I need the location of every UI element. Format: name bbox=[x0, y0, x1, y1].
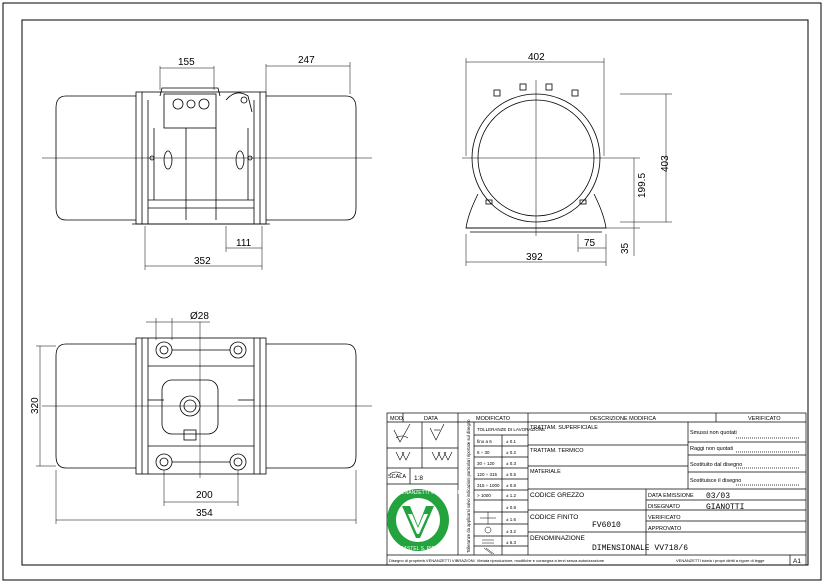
side-view bbox=[42, 62, 372, 270]
note-smussi: Smussi non quotati bbox=[690, 430, 737, 436]
dim-199-5: 199.5 bbox=[637, 173, 648, 198]
rev-header-descrizione: DESCRIZIONE MODIFICA bbox=[590, 416, 656, 422]
surface-finish-symbols bbox=[389, 423, 453, 475]
tol-range-6: > 1000 bbox=[477, 493, 491, 498]
front-view bbox=[462, 58, 672, 266]
field-codice-grezzo: CODICE GREZZO bbox=[530, 492, 584, 499]
field-disegnato-value: GIANOTTI bbox=[706, 503, 744, 512]
dim-320: 320 bbox=[30, 397, 41, 414]
tol-value-4: ± 0.5 bbox=[506, 472, 516, 477]
tol-range-3: 30 ÷ 120 bbox=[477, 461, 495, 466]
sheet-size: A1 bbox=[793, 558, 801, 565]
title-block bbox=[386, 412, 807, 566]
note-raggi: Raggi non quotati bbox=[690, 446, 733, 452]
field-data-emissione: DATA EMISSIONE bbox=[648, 493, 694, 499]
field-denominazione: DENOMINAZIONE bbox=[530, 535, 586, 542]
rev-header-verificato: VERIFICATO bbox=[748, 416, 781, 422]
dim-hole-28: Ø28 bbox=[190, 311, 209, 322]
dim-155: 155 bbox=[178, 57, 195, 68]
rug-2: ± 1.6 bbox=[506, 517, 516, 522]
field-materiale: MATERIALE bbox=[530, 469, 561, 475]
tol-value-3: ± 0.3 bbox=[506, 461, 516, 466]
tol-range-2: 6 ÷ 30 bbox=[477, 450, 490, 455]
logo-text-upper: VENANZETTI VIBRAZIONI bbox=[398, 490, 459, 496]
note-sostituisce: Sostituisce il disegno bbox=[690, 478, 741, 484]
field-data-emissione-value: 03/03 bbox=[706, 492, 730, 501]
footer-left-note: Disegno di proprietà VENANZETTI VIBRAZIO… bbox=[389, 558, 605, 563]
company-logo bbox=[387, 489, 449, 551]
field-disegnato: DISEGNATO bbox=[648, 504, 681, 510]
rug-4: ± 6.3 bbox=[506, 540, 516, 545]
dim-247: 247 bbox=[298, 55, 315, 66]
dim-354: 354 bbox=[196, 508, 213, 519]
rug-3: ± 3.2 bbox=[506, 529, 516, 534]
field-codice-finito: CODICE FINITO bbox=[530, 514, 578, 521]
tol-range-5: 315 ÷ 1000 bbox=[477, 483, 500, 488]
tolleranze-header: TOLLERANZE DI LAVORAZIONE bbox=[477, 427, 545, 432]
tolerance-vertical-note: Tolleranze da applicarsi salvo indicazio… bbox=[466, 419, 471, 553]
rev-header-data: DATA bbox=[424, 416, 438, 422]
dim-200: 200 bbox=[196, 490, 213, 501]
field-verificato: VERIFICATO bbox=[648, 515, 681, 521]
scala-label: SCALA bbox=[388, 474, 406, 480]
field-trattamento-sup: TRATTAM. SUPERFICIALE bbox=[530, 425, 598, 431]
tolerance-symbols bbox=[480, 512, 496, 555]
tol-value-2: ± 0.2 bbox=[506, 450, 516, 455]
plan-view bbox=[36, 318, 372, 524]
dim-35: 35 bbox=[620, 242, 631, 254]
note-sostituito: Sostituito dal disegno bbox=[690, 462, 742, 468]
tol-value-1: ± 0.1 bbox=[506, 439, 516, 444]
field-codice-finito-value: FV6010 bbox=[592, 521, 621, 530]
rev-header-modificato: MODIFICATO bbox=[476, 416, 511, 422]
scala-value: 1:8 bbox=[414, 475, 423, 482]
field-denominazione-value: DIMENSIONALE VV718/6 bbox=[592, 544, 688, 553]
dim-75: 75 bbox=[584, 238, 596, 249]
dim-352: 352 bbox=[194, 256, 211, 267]
field-approvato: APPROVATO bbox=[648, 526, 682, 532]
dim-111: 111 bbox=[236, 238, 252, 249]
tol-value-5: ± 0.8 bbox=[506, 483, 516, 488]
tol-range-1: fino a 6 bbox=[477, 439, 492, 444]
tol-value-6: ± 1.2 bbox=[506, 493, 516, 498]
dim-392: 392 bbox=[526, 252, 543, 263]
rug-1: ± 0.8 bbox=[506, 505, 516, 510]
dim-402: 402 bbox=[528, 52, 545, 63]
tol-range-4: 120 ÷ 315 bbox=[477, 472, 497, 477]
footer-right-note: VENANZETTI tutela i propri diritti a rig… bbox=[676, 558, 765, 563]
logo-text-lower: CASTEL S. PIETRO bbox=[400, 546, 445, 552]
dim-403: 403 bbox=[660, 155, 671, 172]
rev-header-mod: MOD. bbox=[390, 416, 405, 422]
field-trattamento-term: TRATTAM. TERMICO bbox=[530, 448, 584, 454]
